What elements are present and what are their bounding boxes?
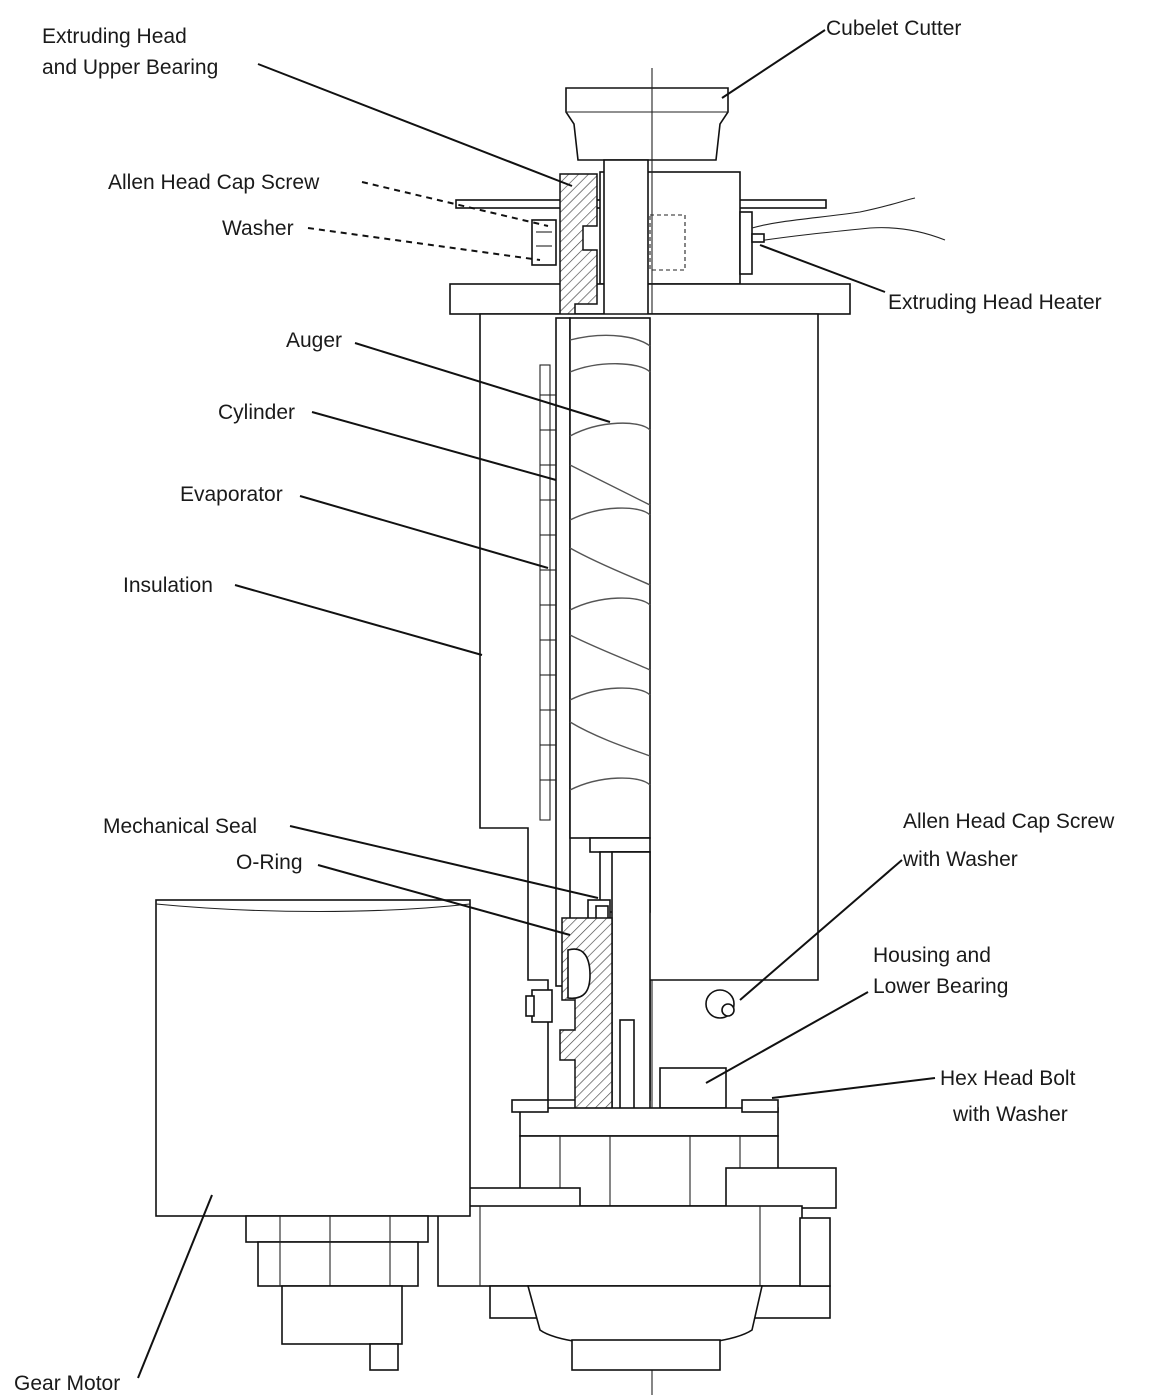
extruding-head-part	[531, 173, 598, 319]
label-allen-screw-washer-line2: with Washer	[902, 848, 1018, 871]
label-cylinder: Cylinder	[218, 401, 295, 424]
auger-body	[569, 317, 651, 839]
label-extruding-head-heater: Extruding Head Heater	[888, 291, 1102, 314]
label-extruding-head-line2: and Upper Bearing	[42, 56, 218, 79]
labels: Cubelet Cutter Extruding Head and Upper …	[14, 17, 1115, 1395]
housing-part	[525, 917, 613, 1131]
label-allen-screw-washer-line1: Allen Head Cap Screw	[903, 810, 1115, 833]
label-housing-line1: Housing and	[873, 944, 991, 967]
gear-housing-part	[437, 1099, 837, 1371]
auger-shaft-top	[603, 159, 649, 319]
label-extruding-head-line1: Extruding Head	[42, 25, 187, 48]
label-evaporator: Evaporator	[180, 483, 283, 506]
top-flange	[449, 283, 851, 315]
label-auger: Auger	[286, 329, 342, 352]
label-allen-head-cap-screw-top: Allen Head Cap Screw	[108, 171, 320, 194]
label-o-ring: O-Ring	[236, 851, 303, 874]
cubelet-cutter-part	[565, 87, 729, 161]
lower-bearing-collar	[659, 1067, 727, 1109]
label-mechanical-seal: Mechanical Seal	[103, 815, 257, 838]
drawing	[155, 68, 946, 1395]
label-washer: Washer	[222, 217, 294, 240]
evaporator-coils	[539, 364, 556, 821]
label-hex-bolt-line1: Hex Head Bolt	[940, 1067, 1076, 1090]
auger-flights	[569, 334, 651, 791]
label-cubelet-cutter: Cubelet Cutter	[826, 17, 961, 40]
gear-motor-part	[155, 899, 471, 1371]
leader-lines	[137, 29, 936, 1379]
label-housing-line2: Lower Bearing	[873, 975, 1008, 998]
label-insulation: Insulation	[123, 574, 213, 597]
label-gear-motor: Gear Motor	[14, 1372, 120, 1395]
label-hex-bolt-line2: with Washer	[952, 1103, 1068, 1126]
allen-screw-right-part	[705, 989, 735, 1019]
cylinder-wall	[555, 317, 571, 987]
